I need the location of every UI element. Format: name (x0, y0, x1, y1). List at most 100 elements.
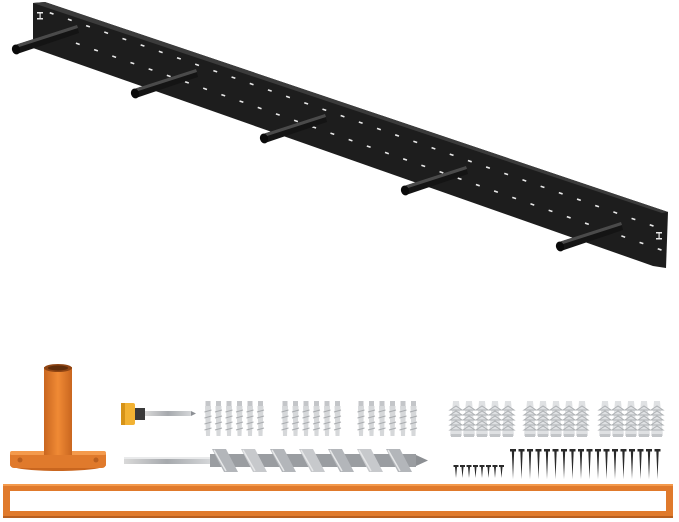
slot (613, 211, 618, 214)
screw-head (586, 449, 593, 452)
slot (49, 12, 54, 15)
plug-collar (477, 434, 487, 437)
small-wall-plug (225, 401, 233, 436)
plug-fin (561, 415, 577, 421)
plug-rib (214, 415, 223, 419)
large-wall-plug (610, 401, 626, 437)
screw-head (569, 449, 576, 452)
screw-head (646, 449, 652, 452)
plug-fin (548, 405, 564, 411)
slot (293, 119, 299, 123)
plug-head (237, 401, 242, 406)
rod-highlight (559, 222, 622, 245)
slot (413, 140, 418, 144)
bracket-end-hole-left (37, 12, 43, 20)
plug-collar (503, 434, 513, 437)
screw-shank (554, 451, 557, 479)
plug-fin (574, 405, 590, 411)
plug-rib (399, 409, 407, 413)
screw-shank (622, 451, 625, 479)
screw-head (595, 449, 601, 452)
short-screw (486, 465, 491, 478)
plug-rib (291, 421, 300, 425)
slot (213, 69, 218, 73)
plug-rib (357, 421, 365, 425)
long-screw (527, 449, 533, 479)
plug-fin (561, 405, 577, 411)
plug-rib (378, 415, 386, 419)
rod-highlight (404, 166, 467, 189)
plug-rib (291, 415, 300, 419)
plug-rib (333, 409, 342, 413)
plug-fin (535, 405, 551, 411)
small-wall-plug (214, 401, 223, 436)
plug-head (390, 401, 395, 406)
plug-fin (474, 415, 490, 421)
plug-collar (600, 434, 610, 437)
short-screws (453, 465, 504, 478)
slot (621, 235, 626, 238)
plug-fin (623, 410, 639, 416)
long-screw (569, 449, 576, 479)
plug-fin (487, 410, 503, 416)
plug-fin (649, 425, 665, 431)
slot (184, 80, 190, 84)
plug-rib (214, 421, 223, 425)
large-wall-plug (561, 401, 577, 437)
screw-shank (474, 467, 477, 478)
plug-head (369, 401, 374, 406)
short-screw (453, 465, 459, 478)
screw-shank (647, 451, 651, 479)
small-wall-plugs (204, 401, 418, 436)
plug-fin (548, 410, 564, 416)
plug-rib (388, 409, 397, 413)
plug-fin (649, 405, 665, 411)
plug-fin (548, 415, 564, 421)
plug-rib (225, 409, 233, 413)
plug-rib (323, 415, 331, 419)
plug-rib (312, 409, 321, 413)
plug-fin (474, 410, 490, 416)
screw-head (654, 449, 661, 452)
plug-rib (367, 409, 376, 413)
long-screw (654, 449, 661, 479)
plug-rib (204, 415, 212, 419)
plug-rib (214, 427, 223, 431)
jig-base (10, 451, 106, 468)
auger-flute (270, 449, 296, 472)
slot (530, 203, 535, 206)
screw-head (603, 449, 610, 452)
slot (194, 63, 200, 67)
screw-head (492, 465, 498, 467)
screw-shank (468, 467, 470, 478)
small-wall-plug (323, 401, 331, 436)
slot (231, 76, 236, 80)
screw-shank (537, 451, 540, 479)
plug-fin (461, 425, 477, 431)
plug-rib (399, 427, 407, 431)
slot (176, 56, 182, 60)
plug-head (379, 401, 385, 406)
short-screw (466, 465, 472, 478)
plug-fin (535, 420, 551, 426)
plug-rib (246, 427, 254, 431)
bracket-rod (130, 69, 198, 99)
plug-fin (623, 425, 639, 431)
auger-flute-edge (300, 449, 314, 472)
screw-head (486, 465, 491, 467)
screw-head (499, 465, 504, 467)
plug-fin (448, 425, 464, 431)
plug-rib (409, 421, 418, 425)
rod-end (400, 185, 410, 196)
large-wall-plug (636, 401, 652, 437)
plug-rib (409, 415, 418, 419)
plug-fin (610, 415, 626, 421)
plug-collar (525, 434, 535, 437)
slot (639, 241, 644, 245)
screw-head (620, 449, 627, 452)
auger-flute (357, 449, 383, 472)
plug-rib (367, 421, 376, 425)
slot (493, 190, 499, 193)
plug-head (258, 401, 263, 406)
plug-rib (323, 421, 331, 425)
